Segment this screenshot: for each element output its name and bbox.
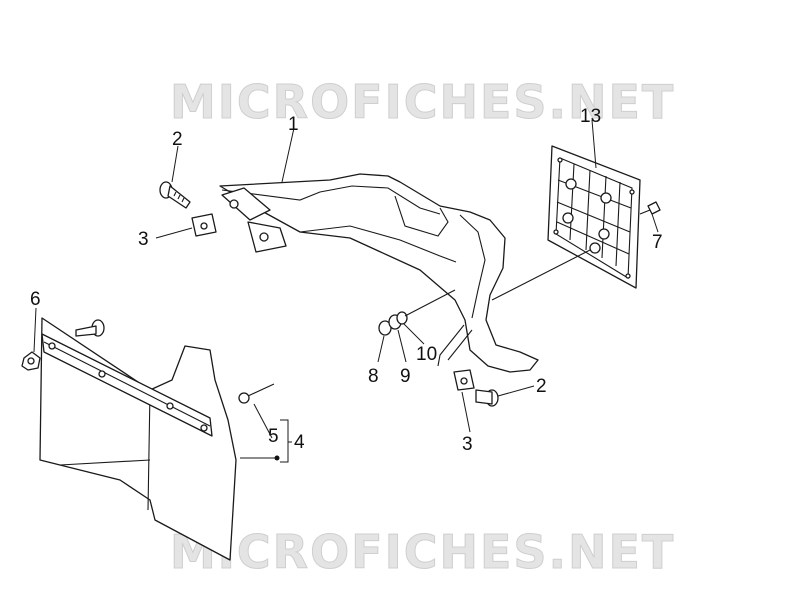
callout-5: 5 (268, 426, 279, 447)
part-nut-washers (378, 289, 456, 336)
callout-10: 10 (416, 344, 437, 365)
callout-9: 9 (400, 366, 411, 387)
part-clip-nut-left (191, 213, 217, 237)
callout-2-right: 2 (536, 376, 547, 397)
part-rear-fender (219, 173, 539, 373)
callout-2-left: 2 (172, 129, 183, 150)
part-clip-nut-right (453, 369, 475, 391)
callout-3-left: 3 (138, 229, 149, 250)
part-rivet (238, 383, 275, 404)
part-flange-nut (21, 351, 41, 371)
callout-3-right: 3 (462, 434, 473, 455)
callout-8: 8 (368, 366, 379, 387)
callout-7: 7 (652, 232, 663, 253)
callout-13: 13 (580, 106, 601, 127)
callout-6: 6 (30, 289, 41, 310)
part-flap-bolt (75, 319, 105, 337)
watermark-bottom: MICROFICHES.NET (170, 525, 675, 579)
callout-1: 1 (288, 114, 299, 135)
part-plate-bracket (491, 145, 641, 301)
part-mud-flap (39, 317, 237, 561)
part-bolt-left (159, 181, 191, 209)
part-small-screw (639, 201, 661, 215)
leader-lines (33, 119, 659, 463)
watermark-top: MICROFICHES.NET (170, 75, 675, 129)
part-bolt-right (475, 389, 499, 407)
callout-4: 4 (294, 432, 305, 453)
